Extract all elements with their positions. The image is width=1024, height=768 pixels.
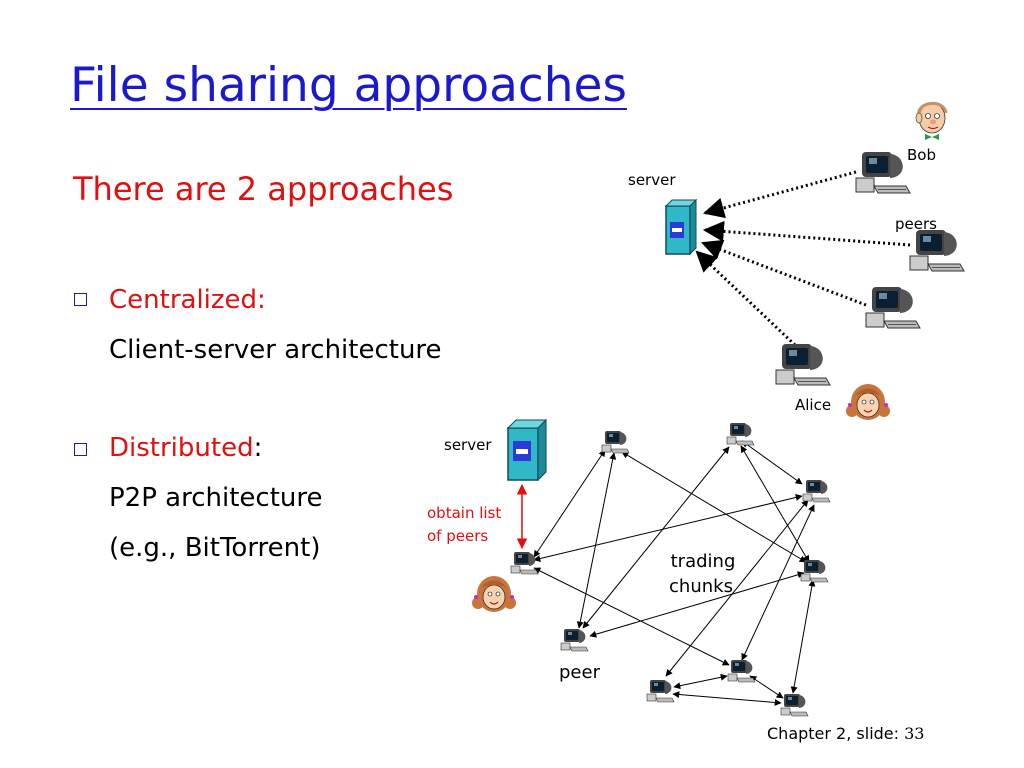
p2p-link bbox=[582, 446, 730, 629]
obtain-list-label: obtain list bbox=[427, 504, 501, 522]
arrow-peer2-to-server bbox=[701, 239, 867, 307]
computer-icon bbox=[646, 679, 675, 703]
top-server-label: server bbox=[628, 171, 676, 189]
p2p-link bbox=[673, 673, 728, 690]
bullet-icon bbox=[74, 443, 87, 456]
p2p-link bbox=[672, 691, 782, 706]
alice-person-icon bbox=[845, 383, 891, 421]
alice-label: Alice bbox=[795, 396, 831, 414]
peers-label: peers bbox=[895, 215, 937, 233]
computer-icon bbox=[601, 430, 630, 454]
bottom-server-label: server bbox=[444, 436, 492, 454]
computer-icon bbox=[802, 479, 831, 503]
p2p-link bbox=[740, 445, 810, 563]
arrow-bob-to-server bbox=[702, 170, 857, 219]
distributed-word: Distributed bbox=[109, 433, 254, 463]
computer-icon bbox=[775, 343, 831, 386]
computer-icon bbox=[865, 286, 921, 329]
computer-icon bbox=[800, 559, 829, 583]
bottom-server-icon bbox=[506, 418, 548, 482]
peer-label: peer bbox=[559, 662, 601, 683]
computer-icon bbox=[780, 693, 809, 717]
arrow-alice-to-server bbox=[695, 250, 797, 347]
p2p-link bbox=[665, 499, 809, 677]
computer-icon bbox=[855, 151, 911, 194]
arrow-peer-to-server bbox=[702, 220, 911, 247]
distributed-colon: : bbox=[253, 433, 263, 463]
slide-title: File sharing approaches bbox=[70, 58, 627, 113]
footer-label: Chapter 2, slide: bbox=[767, 724, 900, 743]
slide-footer: Chapter 2, slide: 33 bbox=[767, 724, 924, 743]
computer-icon bbox=[909, 229, 965, 272]
computer-icon bbox=[510, 551, 539, 575]
chunks-label: chunks bbox=[669, 576, 733, 597]
bob-person-icon bbox=[914, 101, 948, 142]
bullet-heading-distributed: Distributed: bbox=[109, 433, 262, 463]
slide-number: 33 bbox=[904, 724, 925, 743]
bullet-heading-centralized: Centralized: bbox=[109, 285, 266, 315]
bullet-line-client-server: Client-server architecture bbox=[109, 335, 442, 365]
p2p-link bbox=[576, 452, 617, 629]
p2p-link bbox=[790, 579, 816, 694]
computer-icon bbox=[560, 628, 589, 652]
intro-text: There are 2 approaches bbox=[73, 170, 454, 208]
alice-person-icon bbox=[471, 575, 517, 613]
trading-label: trading bbox=[671, 551, 736, 572]
p2p-link bbox=[749, 675, 784, 699]
computer-icon bbox=[727, 659, 756, 683]
top-server-icon bbox=[664, 198, 698, 256]
bullet-line-p2p: P2P architecture bbox=[109, 483, 323, 513]
bullet-line-bittorrent: (e.g., BitTorrent) bbox=[109, 533, 321, 563]
of-peers-label: of peers bbox=[427, 527, 488, 545]
bullet-icon bbox=[74, 293, 87, 306]
computer-icon bbox=[726, 422, 755, 446]
bob-label: Bob bbox=[907, 146, 936, 164]
p2p-link bbox=[533, 494, 803, 562]
